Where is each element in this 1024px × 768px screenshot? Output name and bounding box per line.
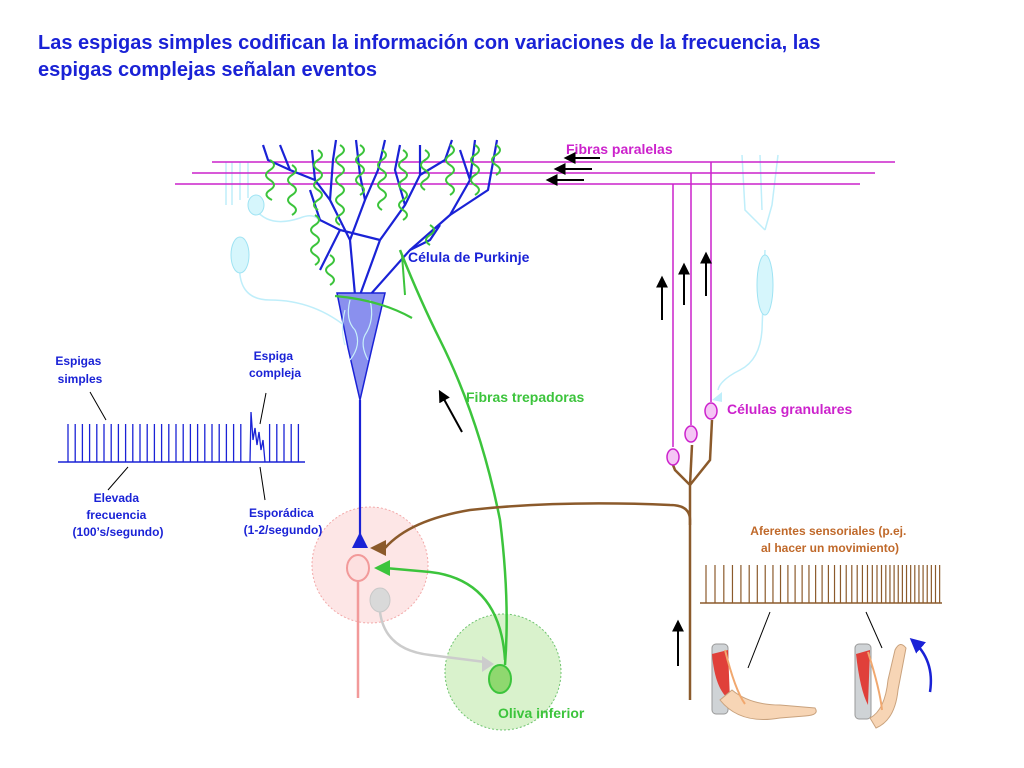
interneuron-soma-2 <box>230 236 250 274</box>
parallel-fiber-arrows <box>545 152 600 186</box>
mossy-terminal <box>370 540 386 556</box>
simple-spike-train <box>58 411 305 463</box>
right-pointer-lines <box>747 611 883 669</box>
climbing-fiber <box>398 249 508 666</box>
purkinje-soma-climbing-branches <box>341 299 373 361</box>
olive-neuron <box>488 664 512 694</box>
climbing-fiber-branch-2 <box>401 254 406 296</box>
page-title: Las espigas simples codifican la informa… <box>38 30 998 84</box>
inhibitory-projection <box>378 611 486 664</box>
granule-axons <box>672 162 712 447</box>
mossy-fibers <box>384 419 714 700</box>
interneuron-soma-1 <box>247 194 265 216</box>
granule-cell-3 <box>704 402 718 420</box>
high-frequency-label: Elevada frecuencia (100’s/segundo) <box>73 491 164 539</box>
title-line-1: Las espigas simples codifican la informa… <box>38 32 821 54</box>
flexion-arrow <box>909 638 933 693</box>
purkinje-dendrites <box>261 139 499 296</box>
sensory-spike-train <box>700 565 942 604</box>
deep-nuclei-region <box>311 506 429 624</box>
granule-arrows <box>656 251 712 666</box>
arm-flexed-illustration <box>854 643 907 729</box>
inhibitory-terminal <box>482 656 494 672</box>
purkinje-axon-terminal <box>352 532 368 548</box>
parallel-fibers <box>175 161 895 185</box>
arm-extended-illustration <box>711 643 817 721</box>
climbing-fibers-label: Fibras trepadoras <box>466 389 584 405</box>
granule-cell-1 <box>666 448 680 466</box>
golgi-soma <box>756 254 774 316</box>
golgi-cell <box>717 154 779 391</box>
purkinje-soma <box>336 292 386 401</box>
title-line-2: espigas complejas señalan eventos <box>38 59 378 81</box>
climbing-fiber-wrapping <box>265 144 501 286</box>
complex-spike-waveform <box>249 411 266 463</box>
sensory-afferents-label: Aferentes sensoriales (p.ej. al hacer un… <box>750 524 909 555</box>
granule-cells-label: Células granulares <box>727 401 852 417</box>
climbing-fiber-collateral <box>384 566 507 661</box>
parallel-fibers-label: Fibras paralelas <box>566 141 673 157</box>
sporadic-label: Esporádica (1-2/segundo) <box>244 506 323 537</box>
simple-spikes-label: Espigas simples <box>55 354 104 386</box>
granule-cell-2 <box>684 425 698 443</box>
left-pointer-lines <box>89 391 267 501</box>
climbing-fiber-branch <box>334 294 413 319</box>
climbing-fiber-arrow <box>438 389 463 433</box>
complex-spike-label: Espiga compleja <box>249 349 301 380</box>
inferior-olive-label: Oliva inferior <box>498 705 585 721</box>
climbing-collateral-terminal <box>374 560 390 576</box>
golgi-terminal <box>712 392 722 402</box>
purkinje-cell-label: Célula de Purkinje <box>408 249 530 265</box>
nuclear-neuron <box>346 554 370 582</box>
inhibitory-nuclear-neuron <box>369 587 391 613</box>
